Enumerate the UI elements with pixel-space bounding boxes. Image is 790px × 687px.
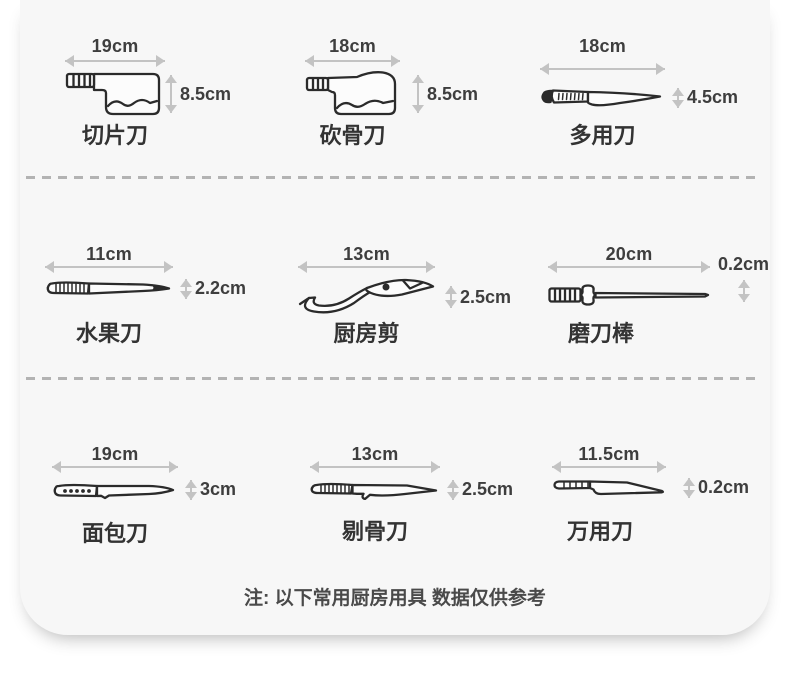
height-value: 2.5cm bbox=[460, 286, 512, 307]
item-name: 多用刀 bbox=[569, 123, 636, 148]
width-value: 11.5cm bbox=[578, 444, 640, 464]
height-arrow-icon bbox=[672, 87, 684, 108]
reference-note: 注: 以下常用厨房用具 数据仅供参考 bbox=[244, 588, 546, 609]
height-value: 8.5cm bbox=[427, 83, 479, 104]
height-value: 3cm bbox=[200, 479, 237, 499]
spec-item-sharpening-rod: 20cm 0.2cm 磨刀棒 bbox=[548, 244, 769, 346]
boning-knife-icon bbox=[310, 482, 438, 500]
sharpening-rod-icon bbox=[548, 284, 710, 306]
height-arrow-icon bbox=[683, 477, 695, 498]
item-name: 厨房剪 bbox=[333, 321, 400, 346]
height-arrow-icon bbox=[185, 479, 197, 500]
height-arrow-icon bbox=[737, 280, 750, 302]
spec-item-kitchen-scissors: 13cm 2.5cm 厨房剪 bbox=[298, 244, 511, 346]
item-name: 面包刀 bbox=[81, 521, 148, 546]
spec-item-bone-cleaver: 18cm 8.5cm 砍骨刀 bbox=[305, 36, 478, 148]
slicing-cleaver-icon bbox=[65, 72, 161, 116]
height-arrow-icon bbox=[165, 75, 177, 113]
spec-item-slicing-cleaver: 19cm 8.5cm 切片刀 bbox=[65, 36, 231, 148]
width-value: 19cm bbox=[91, 36, 139, 56]
kitchen-scissors-icon bbox=[298, 278, 435, 314]
height-value: 8.5cm bbox=[180, 83, 232, 104]
fruit-knife-icon bbox=[46, 281, 171, 295]
spec-item-utility-knife: 11.5cm 0.2cm 万用刀 bbox=[552, 444, 749, 544]
width-arrow-icon bbox=[65, 55, 165, 67]
spec-item-bread-knife: 19cm 3cm 面包刀 bbox=[52, 444, 236, 546]
height-value: 0.2cm bbox=[718, 254, 770, 274]
item-name: 磨刀棒 bbox=[567, 321, 634, 346]
item-name: 砍骨刀 bbox=[319, 123, 386, 148]
spec-item-fruit-knife: 11cm 2.2cm 水果刀 bbox=[45, 244, 246, 346]
item-name: 剔骨刀 bbox=[341, 519, 408, 544]
height-arrow-icon bbox=[447, 479, 459, 500]
width-arrow-icon bbox=[310, 461, 440, 473]
width-value: 13cm bbox=[351, 444, 399, 464]
bread-knife-icon bbox=[53, 483, 175, 500]
height-value: 2.2cm bbox=[195, 278, 247, 298]
width-arrow-icon bbox=[540, 63, 665, 75]
dashed-divider bbox=[26, 377, 756, 380]
width-value: 13cm bbox=[343, 244, 390, 264]
item-name: 水果刀 bbox=[75, 321, 142, 346]
item-name: 切片刀 bbox=[81, 123, 148, 148]
width-arrow-icon bbox=[298, 261, 435, 273]
utility-knife-icon bbox=[553, 480, 665, 496]
width-arrow-icon bbox=[52, 461, 178, 473]
width-value: 11cm bbox=[86, 244, 132, 264]
item-name: 万用刀 bbox=[566, 519, 633, 544]
spec-card: 19cm 8.5cm 切片刀 18cm 8.5 bbox=[20, 0, 770, 635]
width-arrow-icon bbox=[45, 261, 173, 273]
height-value: 4.5cm bbox=[687, 87, 739, 107]
spec-item-multi-purpose-knife: 18cm 4.5cm 多用刀 bbox=[540, 36, 738, 148]
height-value: 0.2cm bbox=[698, 477, 750, 497]
width-arrow-icon bbox=[548, 261, 710, 273]
height-arrow-icon bbox=[445, 286, 457, 308]
width-arrow-icon bbox=[305, 55, 400, 67]
spec-item-boning-knife: 13cm 2.5cm 剔骨刀 bbox=[310, 444, 513, 544]
dashed-divider bbox=[26, 176, 756, 179]
height-arrow-icon bbox=[180, 278, 192, 299]
bone-chopping-cleaver-icon bbox=[305, 71, 397, 116]
height-arrow-icon bbox=[412, 75, 424, 113]
height-value: 2.5cm bbox=[462, 479, 514, 499]
multi-purpose-knife-icon bbox=[541, 89, 662, 107]
width-value: 18cm bbox=[329, 36, 376, 56]
width-value: 19cm bbox=[91, 444, 139, 464]
width-value: 18cm bbox=[579, 36, 626, 56]
width-value: 20cm bbox=[605, 244, 653, 264]
width-arrow-icon bbox=[552, 461, 666, 473]
